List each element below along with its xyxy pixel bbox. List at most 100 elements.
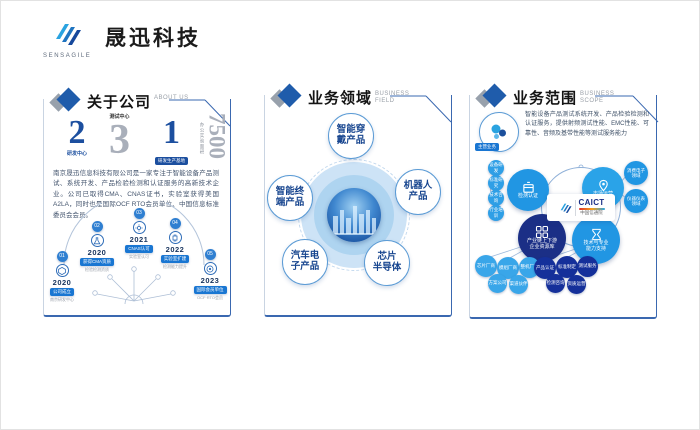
field-bubble-robot: 机器人 产品 <box>395 169 441 215</box>
panel-about: 关于公司 ABOUT US 2 研发中心 测试中心 3 1 研发生产基地 办公实… <box>37 85 231 317</box>
divider <box>574 199 576 216</box>
chain-item: 设备研发 <box>488 160 504 176</box>
target-icon <box>203 262 217 275</box>
milestone-label: CNAS认可 <box>125 245 153 253</box>
node-industry-chain: 产业链上下游 企业资源库 <box>518 214 566 262</box>
milestone-2: 02 2020 获得CMA资质 检验检测资质 <box>75 221 119 273</box>
node-label: 检测认证 <box>517 192 538 199</box>
field-bubble-terminal: 智能终 端产品 <box>267 175 313 221</box>
panel-about-head-rule <box>169 99 231 127</box>
node-label: 市场运营 <box>593 191 613 198</box>
milestone-label: 实验室扩建 <box>160 255 190 263</box>
milestone-number: 03 <box>133 208 145 219</box>
milestone-note: 检测能力提升 <box>163 264 187 269</box>
gear-icon <box>132 221 146 234</box>
right-node: 消费电子 领域 <box>624 161 648 185</box>
caict-logo-bar <box>578 208 605 211</box>
timeline-arc-graphic <box>63 203 205 305</box>
milestone-4: 04 2022 实验室扩建 检测能力提升 <box>153 218 197 270</box>
cluster-item: 方案公司 <box>488 274 507 293</box>
stat-value: 7500 <box>204 113 230 159</box>
panel-scope-subtitle: BUSINESS SCOPE <box>580 91 615 105</box>
node-inspection: 检测认证 <box>507 169 549 211</box>
milestone-year: 2020 <box>87 248 107 257</box>
stat-lab-area: 办公实验面积 7500 <box>199 113 230 159</box>
node-label: 产业链上下游 企业资源库 <box>526 238 557 250</box>
diamond-icon <box>49 87 81 114</box>
milestone-number: 04 <box>169 218 181 229</box>
milestone-note: OCF·RTO会员 <box>196 295 224 300</box>
milestone-number: 01 <box>56 251 68 262</box>
panel-about-header: 关于公司 ABOUT US <box>49 87 194 114</box>
stat-label: 测试中心 <box>109 114 130 120</box>
cluster-item: 芯片厂商 <box>475 255 497 277</box>
node-label: 技术与专业 能力支持 <box>583 239 609 252</box>
panel-field: 业务领域 BUSINESS FIELD 智能穿 戴产品 智能终 端产品 机器人 … <box>258 81 452 317</box>
panel-scope-head-rule <box>595 95 659 123</box>
stat-value: 2 <box>68 114 86 151</box>
panel-scope-header: 业务范围 BUSINESS SCOPE <box>475 83 620 110</box>
panel-field-border <box>264 95 452 317</box>
node-tech-support: 技术与专业 能力支持 <box>572 216 620 264</box>
flask-icon <box>90 234 104 247</box>
cluster-item: 标准制定 <box>556 256 578 278</box>
puzzle-icon <box>535 226 549 239</box>
cluster-item: 检测咨询 <box>546 274 565 293</box>
milestone-number: 05 <box>204 249 216 260</box>
page-title: 晟迅科技 <box>105 27 201 50</box>
stat-value: 3 <box>109 117 130 163</box>
molecule-icon <box>491 124 506 139</box>
milestone-label: 公司成立 <box>50 288 74 296</box>
scope-description: 智能设备产品测试系统开发、产品检验检测和认证服务，提供射频测试性能、EMC性能、… <box>525 112 649 137</box>
cluster-item: 资质运营 <box>567 275 586 294</box>
panel-about-subtitle: ABOUT US <box>154 95 189 101</box>
diamond-icon <box>270 83 302 110</box>
diamond-icon <box>475 83 507 110</box>
milestone-label: 获得CMA资质 <box>80 258 114 266</box>
caict-logo: CAICT 中国信通院 <box>578 198 605 216</box>
main-business-badge: 主营业务 <box>475 143 499 151</box>
milestone-1: 01 2020 公司成立 南京研发中心 <box>40 251 84 303</box>
field-bubble-automotive: 汽车电 子产品 <box>282 239 328 285</box>
brand-logo: SENSAGILE <box>43 21 90 59</box>
panel-field-title: 业务领域 <box>308 90 373 107</box>
location-pin-icon <box>598 179 608 192</box>
panel-field-subtitle: BUSINESS FIELD <box>375 91 410 105</box>
panel-about-title: 关于公司 <box>87 94 152 111</box>
milestone-5: 05 2023 国际会员单位 OCF·RTO会员 <box>188 249 232 301</box>
stat-production-base: 1 研发生产基地 <box>155 114 188 167</box>
cluster-item: 测试服务 <box>577 256 598 277</box>
field-bubble-chip: 芯片 半导体 <box>364 240 410 286</box>
panel-scope-border <box>469 95 657 319</box>
stat-label: 研发中心 <box>67 151 88 158</box>
milestone-label: 国际会员单位 <box>193 286 227 294</box>
company-stats: 2 研发中心 测试中心 3 1 研发生产基地 办公实验面积 7500 <box>61 111 230 167</box>
panel-about-border <box>43 99 231 317</box>
cluster-item: 产品认证 <box>534 257 556 279</box>
caict-partner-box: CAICT 中国信通院 <box>547 194 615 221</box>
hexagon-icon <box>55 264 69 277</box>
panel-field-head-rule <box>390 95 452 123</box>
chain-item: 行业培训 <box>488 205 504 221</box>
panel-field-header: 业务领域 BUSINESS FIELD <box>270 83 415 110</box>
cluster-item: 模组厂商 <box>497 257 519 279</box>
stat-label: 研发生产基地 <box>155 157 188 166</box>
globe-city-image <box>327 188 381 242</box>
company-description: 南京晟迅信息科技有限公司是一家专注于智能设备产品测试、系统开发、产品检验检测和认… <box>53 170 219 219</box>
milestone-year: 2023 <box>200 276 220 285</box>
milestone-year: 2021 <box>129 235 149 244</box>
caict-name: CAICT <box>578 198 605 208</box>
brand-header: SENSAGILE 晟迅科技 <box>43 21 201 59</box>
stat-rd-centers: 2 研发中心 <box>67 114 88 158</box>
right-node: 仪器仪表 领域 <box>624 189 648 213</box>
caict-subname: 中国信通院 <box>580 210 603 216</box>
panel-scope-title: 业务范围 <box>513 90 578 107</box>
field-bubble-wearable: 智能穿 戴产品 <box>328 113 374 159</box>
panel-scope: 业务范围 BUSINESS SCOPE 主营业务 智能设备产品测试系统开发、产品… <box>463 81 659 319</box>
milestone-note: 南京研发中心 <box>50 297 74 302</box>
stat-value: 1 <box>163 114 180 151</box>
chain-item: 标准研究 <box>488 175 504 191</box>
hourglass-icon <box>591 228 601 240</box>
chip-icon <box>168 231 182 244</box>
